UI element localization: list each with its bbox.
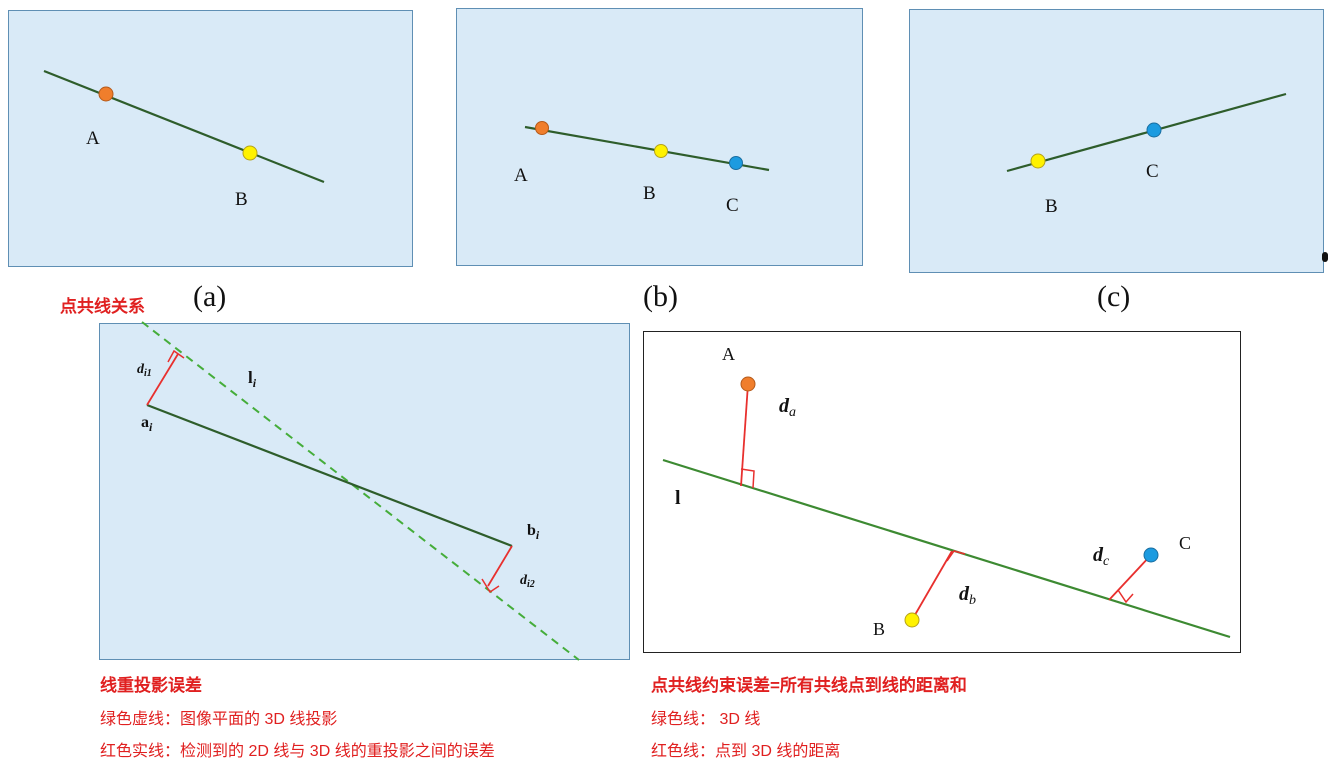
distance-segment-a [740,383,749,487]
panel-colinear-constraint: A B C l da db dc [643,331,1241,653]
label-d-c: dc [1093,544,1110,569]
panel-b-label-c: C [726,195,739,216]
detected-line [146,403,513,548]
label-d-i2: di2 [520,573,535,590]
edge-mark [1322,252,1328,262]
panel-a-label-b: B [235,189,248,210]
label-l-i: li [248,368,257,390]
right-angle-a [740,468,755,489]
label-d-a: da [779,395,796,420]
point-c [1143,547,1159,563]
error-segment-d1 [146,353,179,406]
notes-right-line1: 绿色线： 3D 线 [651,711,761,728]
panel-a: A B [8,10,413,267]
right-angle-d2 [481,578,500,594]
panel-b-point-a [535,121,549,135]
panel-c-line [1006,92,1287,173]
panel-a-caption: (a) [193,280,227,313]
panel-b-line [524,125,770,172]
panel-b-figure: A B C [514,121,770,216]
panel-a-figure: A B [43,69,325,210]
panel-a-point-a [98,86,114,102]
label-d-i1: di1 [137,362,152,379]
panel-c-label-c: C [1146,161,1159,182]
panel-c-point-c [1146,122,1162,138]
panel-c: B C [909,9,1324,273]
panel-b-caption: (b) [643,280,678,313]
right-angle-d1 [167,349,185,363]
label-d-b: db [959,583,976,608]
projected-line-dashed [141,321,580,661]
panel-b: A B C [456,8,863,266]
section-title-colinear-relation: 点共线关系 [60,297,145,316]
distance-segment-c [1108,554,1152,601]
label-c: C [1179,533,1191,553]
label-b: B [873,619,885,639]
label-a: A [722,344,735,364]
3d-line [662,458,1231,639]
point-a [740,376,756,392]
colinear-figure: A B C l da db dc [662,344,1231,639]
panel-a-line [43,69,325,184]
right-angle-c [1117,589,1134,604]
distance-segment-b [911,550,953,621]
notes-right-title: 点共线约束误差=所有共线点到线的距离和 [651,676,967,695]
panel-b-point-b [654,144,668,158]
panel-b-label-a: A [514,165,528,186]
panel-a-label-a: A [86,128,100,149]
panel-c-point-b [1030,153,1046,169]
notes-left-line2: 红色实线：检测到的 2D 线与 3D 线的重投影之间的误差 [100,743,495,760]
label-a-i: ai [141,414,153,434]
point-b [904,612,920,628]
label-b-i: bi [527,522,540,542]
panel-reprojection: di1 li ai bi di2 [99,321,630,661]
error-segment-d2 [487,545,513,587]
panel-b-label-b: B [643,183,656,204]
notes-left-line1: 绿色虚线：图像平面的 3D 线投影 [100,711,338,728]
panel-a-point-b [242,145,258,161]
panel-b-point-c [729,156,743,170]
notes-left-title: 线重投影误差 [100,676,202,695]
panel-c-caption: (c) [1097,280,1131,313]
reprojection-figure: di1 li ai bi di2 [137,321,580,661]
notes-right-line2: 红色线：点到 3D 线的距离 [651,743,841,760]
panel-c-figure: B C [1006,92,1287,217]
label-l: l [675,487,681,509]
right-angle-b [946,550,966,562]
panel-c-label-b: B [1045,196,1058,217]
